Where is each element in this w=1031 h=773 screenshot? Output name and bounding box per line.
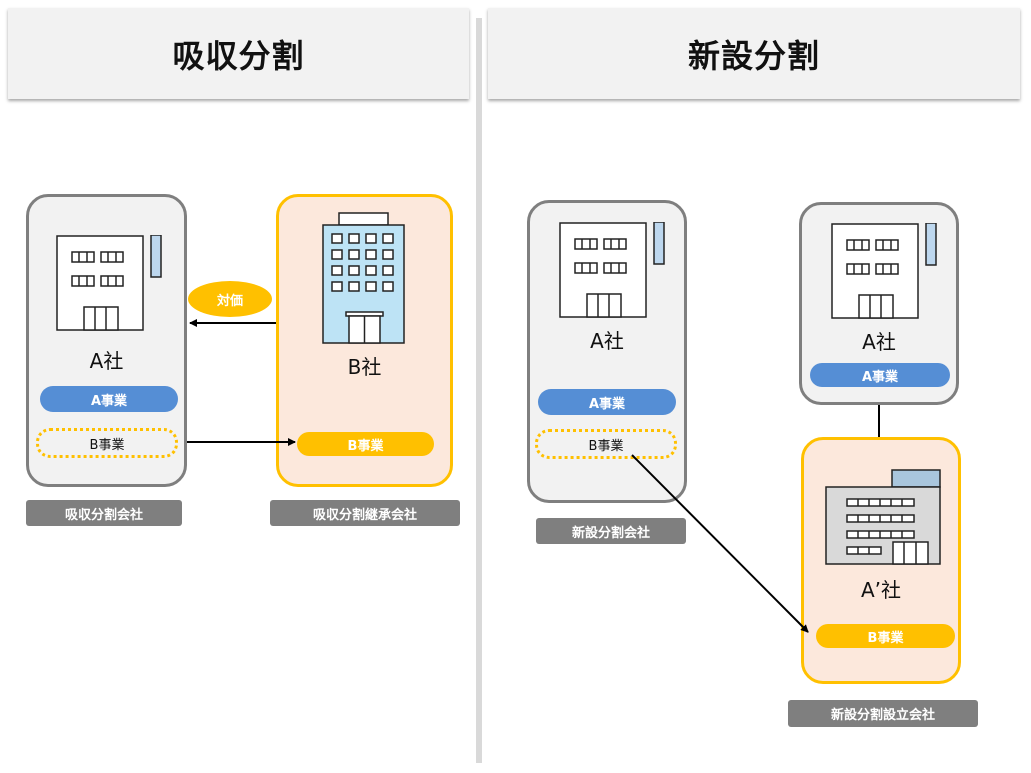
role-tag-absorption-successor-company: 吸収分割継承会社 <box>270 500 460 526</box>
window <box>382 249 394 260</box>
new-company-building-icon <box>825 469 941 565</box>
business-b-pill: B事業 <box>297 432 434 456</box>
business-a-pill: A事業 <box>810 363 950 387</box>
role-tag-incorporation-split-company: 新設分割会社 <box>536 518 686 544</box>
company-a-after-name: A社 <box>862 330 896 354</box>
window <box>365 281 377 292</box>
window <box>382 281 394 292</box>
business-b-pill: B事業 <box>816 624 955 648</box>
office-building-icon <box>56 235 162 331</box>
business-a-pill: A事業 <box>40 386 178 412</box>
tall-office-building-icon <box>322 212 405 344</box>
window <box>331 281 343 292</box>
window <box>348 233 360 244</box>
company-new-box: A’社 B事業 <box>801 437 961 684</box>
incorporation-split-title: 新設分割 <box>488 8 1020 99</box>
company-a-before-name: A社 <box>590 329 624 353</box>
company-b-box: B社 B事業 <box>276 194 453 487</box>
business-a-pill: A事業 <box>538 389 676 415</box>
window <box>382 265 394 276</box>
business-b-dashed-pill: B事業 <box>36 428 178 458</box>
window <box>365 249 377 260</box>
company-a-before-box: A社 A事業 B事業 <box>527 200 687 503</box>
business-b-dashed-pill: B事業 <box>535 429 677 459</box>
office-building-icon <box>559 222 665 318</box>
window <box>348 265 360 276</box>
absorption-split-title: 吸収分割 <box>8 8 469 99</box>
window <box>365 265 377 276</box>
office-building-icon <box>831 223 937 319</box>
window <box>331 233 343 244</box>
role-tag-absorption-split-company: 吸収分割会社 <box>26 500 182 526</box>
company-new-name: A’社 <box>860 578 902 602</box>
window <box>382 233 394 244</box>
company-b-name: B社 <box>347 355 382 379</box>
window <box>348 249 360 260</box>
role-tag-new-established-company: 新設分割設立会社 <box>788 700 978 727</box>
company-a-name: A社 <box>89 349 124 373</box>
section-divider <box>476 18 482 763</box>
window <box>365 233 377 244</box>
company-a-box: A社 A事業 B事業 <box>26 194 187 487</box>
consideration-badge: 対価 <box>188 281 272 317</box>
window <box>331 249 343 260</box>
company-a-after-box: A社 A事業 <box>799 202 959 405</box>
window <box>348 281 360 292</box>
window <box>331 265 343 276</box>
